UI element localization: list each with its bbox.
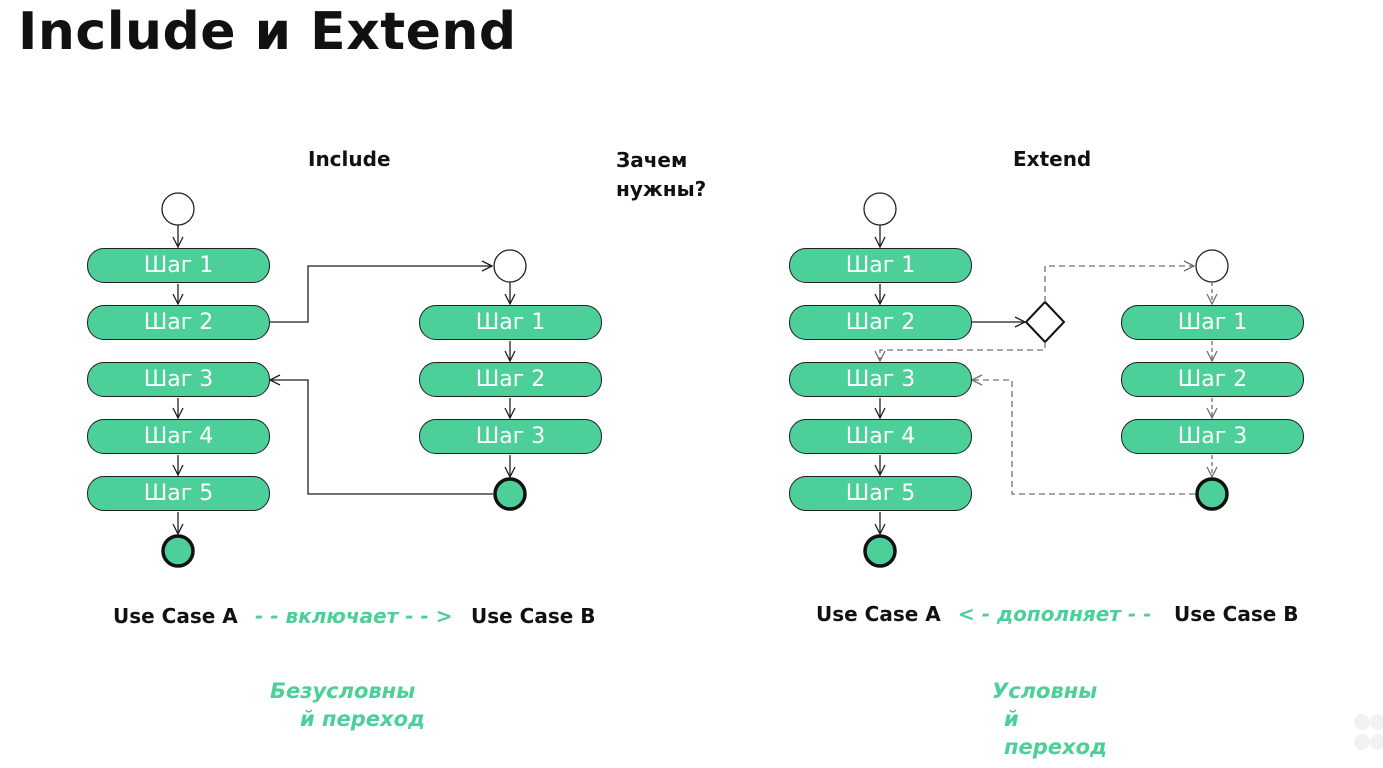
extend-a-end-node xyxy=(863,534,897,568)
include-heading: Include xyxy=(308,147,391,171)
include-b-step-3: Шаг 3 xyxy=(419,419,602,454)
extend-b-step-3: Шаг 3 xyxy=(1121,419,1304,454)
include-transition-caption: Безусловны й переход xyxy=(270,677,425,733)
include-b-step-2: Шаг 2 xyxy=(419,362,602,397)
include-b-end-node xyxy=(493,477,527,511)
extend-use-case-a-label: Use Case A xyxy=(816,602,941,626)
extend-transition-line-2: й xyxy=(1004,707,1019,731)
extend-heading: Extend xyxy=(1013,147,1092,171)
include-call-arrow xyxy=(270,266,492,323)
extend-transition-line-1: Условны xyxy=(992,679,1098,703)
extend-a-step-4: Шаг 4 xyxy=(789,419,972,454)
include-a-start-node xyxy=(161,192,195,226)
extend-b-step-2: Шаг 2 xyxy=(1121,362,1304,397)
include-relation-label: - - включает - - > xyxy=(255,604,453,628)
include-a-end-node xyxy=(161,534,195,568)
include-case-b-flow xyxy=(493,249,527,511)
include-transition-line-2: й переход xyxy=(300,707,425,731)
extend-b-step-1: Шаг 1 xyxy=(1121,305,1304,340)
include-use-case-b-label: Use Case B xyxy=(471,604,596,628)
question-line-2: нужны? xyxy=(616,177,707,201)
extend-case-b-flow xyxy=(1195,249,1229,511)
extend-a-start-node xyxy=(863,192,897,226)
include-b-step-1: Шаг 1 xyxy=(419,305,602,340)
extend-transition-line-3: переход xyxy=(1004,735,1107,759)
extend-a-step-5: Шаг 5 xyxy=(789,476,972,511)
include-use-case-a-label: Use Case A xyxy=(113,604,238,628)
include-a-step-4: Шаг 4 xyxy=(87,419,270,454)
question-line-1: Зачем xyxy=(616,148,688,172)
extend-b-end-node xyxy=(1195,477,1229,511)
decision-diamond xyxy=(1024,300,1066,344)
extend-a-step-1: Шаг 1 xyxy=(789,248,972,283)
extend-relation-label: < - дополняет - - xyxy=(958,602,1152,626)
include-a-step-5: Шаг 5 xyxy=(87,476,270,511)
extend-optional-call-arrow xyxy=(1044,266,1194,302)
include-return-arrow xyxy=(270,380,493,495)
extend-a-step-3: Шаг 3 xyxy=(789,362,972,397)
extend-skip-arrow xyxy=(880,342,1046,361)
include-connectors xyxy=(270,266,493,495)
page-title: Include и Extend xyxy=(18,2,517,62)
include-b-start-node xyxy=(493,249,527,283)
extend-a-step-2: Шаг 2 xyxy=(789,305,972,340)
include-a-step-3: Шаг 3 xyxy=(87,362,270,397)
question-text: Зачем нужны? xyxy=(616,146,706,204)
extend-b-start-node xyxy=(1195,249,1229,283)
extend-transition-caption: Условны й переход xyxy=(992,677,1107,761)
extend-use-case-b-label: Use Case B xyxy=(1174,602,1299,626)
extend-case-a-flow xyxy=(863,192,897,568)
include-a-step-1: Шаг 1 xyxy=(87,248,270,283)
include-case-a-flow xyxy=(161,192,195,568)
logo-mark xyxy=(1354,714,1383,750)
include-transition-line-1: Безусловны xyxy=(270,679,416,703)
extend-connectors xyxy=(880,266,1195,495)
extend-return-arrow xyxy=(972,380,1195,495)
include-a-step-2: Шаг 2 xyxy=(87,305,270,340)
